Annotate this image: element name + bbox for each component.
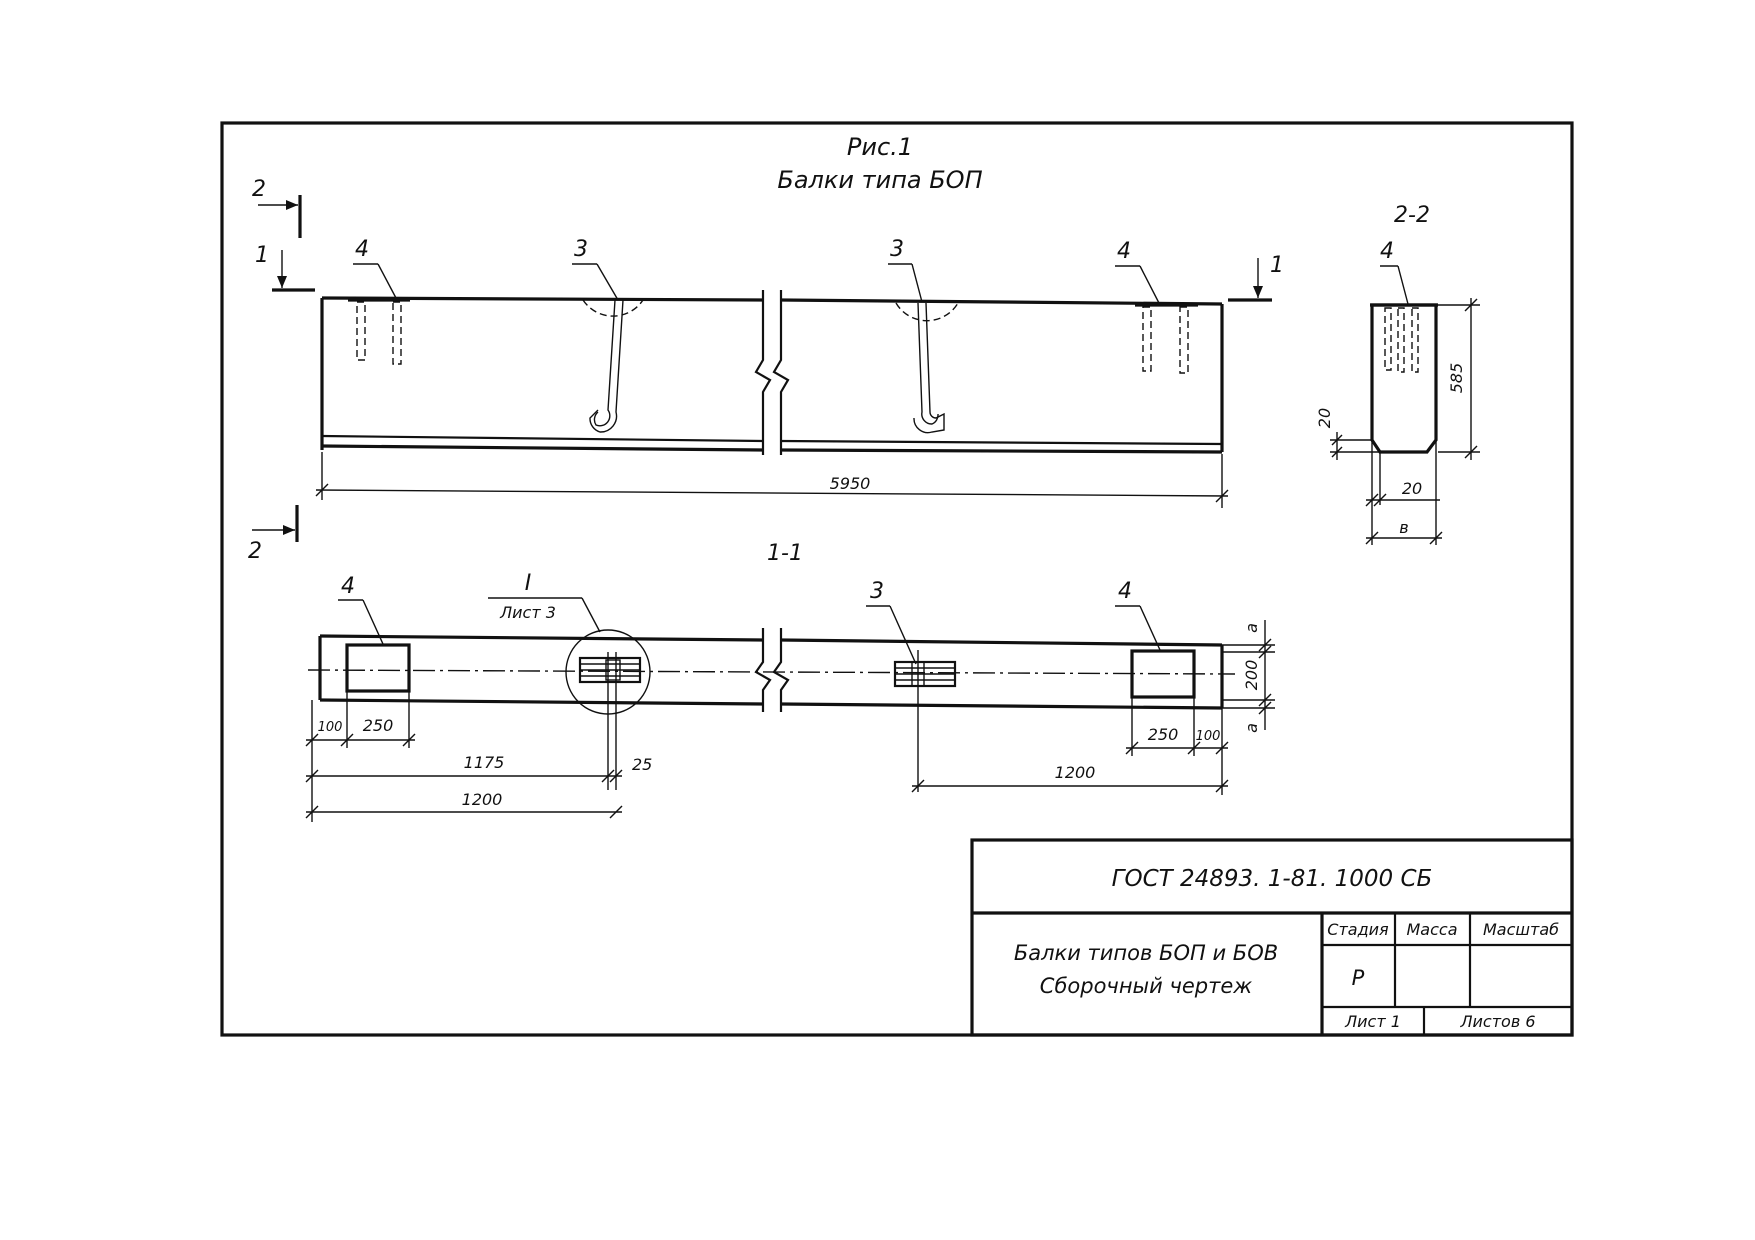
scale-header: Масштаб xyxy=(1483,920,1559,939)
embedded-plate-right xyxy=(1135,303,1198,374)
plan-callout-3: 3 xyxy=(866,579,917,665)
section-marker-1-right: 1 xyxy=(1228,253,1284,302)
plan-callout-4-right: 4 xyxy=(1115,579,1161,651)
svg-text:1175: 1175 xyxy=(464,753,505,772)
svg-text:а: а xyxy=(1242,723,1261,733)
callout-3-right: 3 xyxy=(888,237,923,303)
section-2-2-title: 2-2 xyxy=(1394,203,1430,228)
svg-text:1200: 1200 xyxy=(462,790,503,809)
svg-text:4: 4 xyxy=(1118,579,1132,604)
lifting-loop-right xyxy=(895,302,959,434)
callout-4-right: 4 xyxy=(1115,239,1161,306)
sheet-number: Лист 1 xyxy=(1344,1012,1401,1031)
mass-header: Масса xyxy=(1406,920,1457,939)
section-marker-2-top: 2 xyxy=(252,177,302,238)
svg-text:200: 200 xyxy=(1242,660,1261,691)
svg-text:а: а xyxy=(1242,623,1261,633)
plan-dimension-width: а 200 а xyxy=(1222,620,1275,733)
callout-3-left: 3 xyxy=(572,237,619,301)
section-marker-2-bottom: 2 xyxy=(248,505,299,564)
svg-text:250: 250 xyxy=(1148,725,1179,744)
svg-text:5950: 5950 xyxy=(830,474,871,493)
callout-4-left: 4 xyxy=(353,237,397,299)
svg-text:20: 20 xyxy=(1315,408,1334,428)
svg-text:20: 20 xyxy=(1402,479,1422,498)
svg-text:4: 4 xyxy=(355,237,369,262)
svg-text:2: 2 xyxy=(248,539,262,564)
svg-text:1: 1 xyxy=(1270,253,1284,278)
svg-text:2: 2 xyxy=(252,177,266,202)
svg-text:Лист 3: Лист 3 xyxy=(499,603,556,622)
stage-header: Стадия xyxy=(1327,920,1389,939)
drawing-name-line1: Балки типов БОП и БОВ xyxy=(1014,941,1278,965)
svg-text:4: 4 xyxy=(1380,239,1394,264)
figure-subtitle: Балки типа БОП xyxy=(777,166,982,194)
svg-text:I: I xyxy=(525,571,532,596)
plan-dimensions-right: 250 100 1200 xyxy=(911,697,1229,795)
plan-callout-node-I: I Лист 3 xyxy=(488,571,601,633)
figure-caption: Рис.1 xyxy=(847,133,913,161)
svg-text:3: 3 xyxy=(870,579,884,604)
stage-value: Р xyxy=(1352,966,1365,990)
svg-text:1200: 1200 xyxy=(1055,763,1096,782)
svg-text:100: 100 xyxy=(1196,729,1221,744)
svg-text:1: 1 xyxy=(255,243,269,268)
svg-text:в: в xyxy=(1399,518,1408,537)
svg-text:585: 585 xyxy=(1447,363,1466,394)
svg-text:100: 100 xyxy=(318,720,343,735)
section-1-1-title: 1-1 xyxy=(767,541,803,566)
svg-text:250: 250 xyxy=(363,716,394,735)
plan-view-1-1 xyxy=(307,628,1236,792)
sheets-total: Листов 6 xyxy=(1459,1012,1535,1031)
title-block xyxy=(970,838,1574,1037)
beam-elevation xyxy=(320,290,1224,455)
drawing-name-line2: Сборочный чертеж xyxy=(1040,974,1252,998)
cross-section-2-2: 4 585 20 20 в xyxy=(1315,239,1480,545)
dimension-beam-length: 5950 xyxy=(315,452,1229,508)
lifting-loop-left xyxy=(582,299,644,433)
svg-text:3: 3 xyxy=(574,237,588,262)
plan-callout-4-left: 4 xyxy=(338,574,384,645)
svg-text:4: 4 xyxy=(1117,239,1131,264)
drawing-frame xyxy=(220,121,1574,1037)
document-code: ГОСТ 24893. 1-81. 1000 СБ xyxy=(1112,866,1433,892)
section-marker-1-left: 1 xyxy=(255,243,315,292)
svg-text:25: 25 xyxy=(632,755,652,774)
embedded-plate-left xyxy=(348,298,410,365)
svg-text:3: 3 xyxy=(890,237,904,262)
plan-dimensions-left: 100 250 1175 25 1200 xyxy=(305,691,652,822)
svg-text:4: 4 xyxy=(341,574,355,599)
